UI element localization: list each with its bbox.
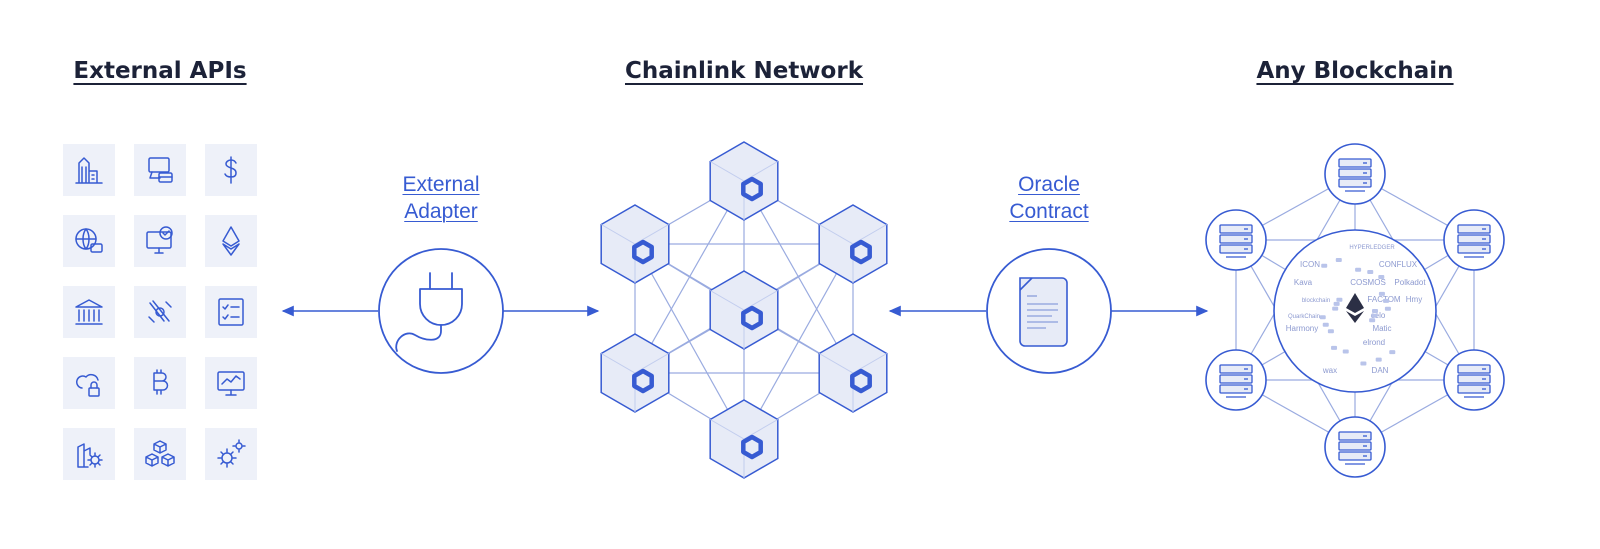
external-apis-heading: External APIs xyxy=(73,58,247,84)
chainlink-logo-icon xyxy=(741,176,763,202)
logo-dot xyxy=(1333,301,1340,306)
server-icon xyxy=(1457,364,1491,398)
blockchain-server-node xyxy=(1443,349,1505,411)
server-icon xyxy=(1219,364,1253,398)
blockchain-logo: Matic xyxy=(1372,324,1391,333)
logo-dot xyxy=(1335,257,1342,262)
chainlink-node xyxy=(818,204,888,284)
chainlink-logo-icon xyxy=(850,239,872,265)
blockchain-logo: ICON xyxy=(1300,260,1320,269)
blockchain-server-node xyxy=(1205,349,1267,411)
globe-wallet-icon xyxy=(63,215,115,267)
logo-dot xyxy=(1360,361,1367,366)
chart-monitor-icon xyxy=(205,357,257,409)
gears-icon xyxy=(205,428,257,480)
blockchain-logo: QuarkChain xyxy=(1288,314,1320,320)
logo-dot xyxy=(1383,298,1390,303)
logo-dot xyxy=(1378,291,1385,296)
checklist-icon xyxy=(205,286,257,338)
blockchain-logo: celo xyxy=(1371,311,1386,320)
ethereum-icon xyxy=(205,215,257,267)
chainlink-node xyxy=(600,204,670,284)
server-icon xyxy=(1338,431,1372,465)
external-adapter-line2: Adapter xyxy=(404,200,478,223)
chainlink-node xyxy=(818,333,888,413)
card-terminal-icon xyxy=(134,144,186,196)
external-adapter-label: External Adapter xyxy=(402,171,479,225)
any-blockchain-heading: Any Blockchain xyxy=(1256,58,1454,84)
logo-dot xyxy=(1355,267,1362,272)
cloud-lock-icon xyxy=(63,357,115,409)
logo-dot xyxy=(1372,309,1378,313)
blockchain-logo: Harmony xyxy=(1286,324,1318,333)
chainlink-logo-icon xyxy=(741,305,763,331)
blockchain-logo: HYPERLEDGER xyxy=(1349,245,1395,251)
oracle-contract-line1: Oracle xyxy=(1018,173,1080,196)
logo-dot xyxy=(1331,345,1338,350)
blockchain-logo: Hmy xyxy=(1406,295,1422,304)
blockchain-logo: Polkadot xyxy=(1394,278,1426,287)
logo-dot xyxy=(1342,349,1349,354)
logo-dot xyxy=(1389,350,1396,355)
chainlink-logo-icon xyxy=(741,434,763,460)
dollar-icon xyxy=(205,144,257,196)
chainlink-node xyxy=(709,399,779,479)
logo-dot xyxy=(1384,306,1391,311)
oracle-contract-line2: Contract xyxy=(1009,200,1089,223)
logo-dot xyxy=(1321,263,1328,268)
ethereum-logo-icon xyxy=(1346,293,1364,323)
blockchain-server-node xyxy=(1324,143,1386,205)
logo-dot xyxy=(1319,315,1326,320)
blockchain-server-node xyxy=(1443,209,1505,271)
plug-icon xyxy=(395,272,463,352)
blockchain-server-node xyxy=(1205,209,1267,271)
buildings-icon xyxy=(63,144,115,196)
monitor-check-icon xyxy=(134,215,186,267)
oracle-contract-circle xyxy=(986,248,1112,374)
logo-dot xyxy=(1378,275,1385,280)
chainlink-logo-icon xyxy=(632,239,654,265)
logo-dot xyxy=(1367,269,1374,274)
server-icon xyxy=(1338,158,1372,192)
logo-dot xyxy=(1332,306,1339,311)
blockchain-server-node xyxy=(1324,416,1386,478)
external-adapter-circle xyxy=(378,248,504,374)
logo-dot xyxy=(1369,318,1376,323)
blockchain-logo: elrond xyxy=(1363,338,1385,347)
external-adapter-line1: External xyxy=(402,173,480,196)
document-icon xyxy=(1019,277,1068,347)
blockchain-network: HYPERLEDGER ICON CONFLUX Kava COSMOS Polkadot… xyxy=(1205,143,1505,478)
cubes-icon xyxy=(134,428,186,480)
chainlink-node xyxy=(709,141,779,221)
factory-gear-icon xyxy=(63,428,115,480)
oracle-contract-label: Oracle Contract xyxy=(1009,171,1088,225)
blockchain-logo: Kava xyxy=(1294,278,1313,287)
blockchain-logo: DAN xyxy=(1372,366,1389,375)
hand-coin-icon xyxy=(134,286,186,338)
blockchain-logo: wax xyxy=(1322,366,1337,375)
bank-icon xyxy=(63,286,115,338)
logo-dot xyxy=(1322,322,1329,327)
blockchain-logo: COSMOS xyxy=(1350,278,1386,287)
chainlink-node xyxy=(600,333,670,413)
blockchain-logo: CONFLUX xyxy=(1379,260,1418,269)
chainlink-network-heading: Chainlink Network xyxy=(624,58,864,84)
logo-dot xyxy=(1371,313,1378,318)
blockchain-logo: blockchain xyxy=(1302,298,1330,304)
logo-dot xyxy=(1336,297,1343,302)
server-icon xyxy=(1219,224,1253,258)
logo-dot xyxy=(1327,329,1334,334)
chainlink-node xyxy=(709,270,779,350)
chainlink-logo-icon xyxy=(632,368,654,394)
chainlink-logo-icon xyxy=(850,368,872,394)
server-icon xyxy=(1457,224,1491,258)
bitcoin-icon xyxy=(134,357,186,409)
logo-dot xyxy=(1375,357,1382,362)
chainlink-network xyxy=(600,141,888,479)
